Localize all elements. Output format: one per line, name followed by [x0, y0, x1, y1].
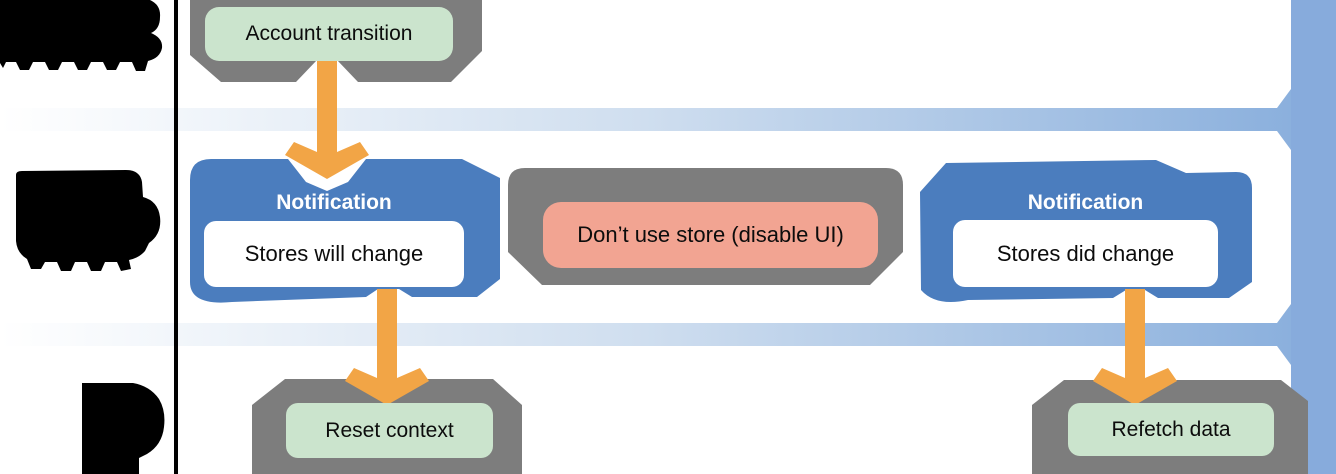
node-stores-did-change: Stores did change [953, 220, 1218, 287]
arrow-notification-to-refetch-data [1093, 289, 1177, 405]
node-account-transition: Account transition [205, 7, 453, 61]
node-dont-use-store: Don’t use store (disable UI) [543, 202, 878, 268]
arrow-account-to-notification [285, 58, 369, 179]
arrow-notification-to-reset-context [345, 289, 429, 405]
left-label-blob-middle [16, 170, 161, 271]
left-label-blob-bottom [82, 383, 165, 474]
timeline-divider-line [174, 0, 178, 474]
phase-band-bottom [0, 304, 1291, 365]
node-stores-will-change: Stores will change [204, 221, 464, 287]
notification-1-title: Notification [276, 191, 392, 214]
node-refetch-data: Refetch data [1068, 403, 1274, 456]
notification-2-title: Notification [1027, 191, 1144, 214]
phase-band-top [0, 89, 1291, 150]
left-label-blob-top [0, 0, 163, 71]
node-reset-context: Reset context [286, 403, 493, 458]
